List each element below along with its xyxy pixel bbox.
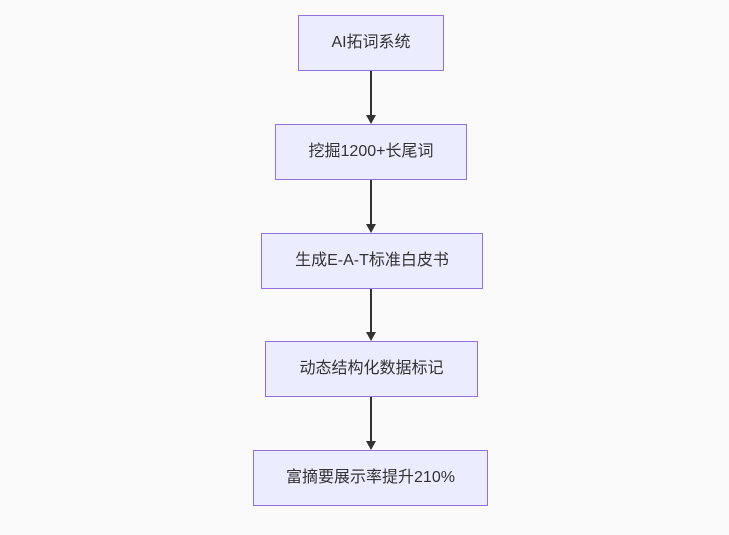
flow-arrow-3 [366, 289, 376, 341]
arrowhead-down-icon [366, 115, 376, 124]
flow-node-label: 富摘要展示率提升210% [286, 469, 455, 487]
arrowhead-down-icon [366, 224, 376, 233]
arrow-line [370, 397, 372, 442]
arrowhead-down-icon [366, 332, 376, 341]
flow-node-label: 生成E-A-T标准白皮书 [295, 252, 449, 270]
flow-arrow-1 [366, 71, 376, 124]
arrowhead-down-icon [366, 441, 376, 450]
flow-node-longtail-keyword-mining: 挖掘1200+长尾词 [275, 124, 467, 180]
flow-node-eat-whitepaper-generation: 生成E-A-T标准白皮书 [261, 233, 483, 289]
flow-arrow-2 [366, 180, 376, 233]
flow-arrow-4 [366, 397, 376, 450]
arrow-line [370, 180, 372, 225]
arrow-line [370, 289, 372, 333]
flow-node-dynamic-structured-data-markup: 动态结构化数据标记 [265, 341, 478, 397]
flow-node-rich-snippet-rate-result: 富摘要展示率提升210% [253, 450, 488, 506]
flow-node-label: 动态结构化数据标记 [299, 360, 444, 378]
arrow-line [370, 71, 372, 116]
flow-node-ai-word-expansion-system: AI拓词系统 [298, 15, 444, 71]
flow-node-label: 挖掘1200+长尾词 [308, 143, 434, 161]
flow-node-label: AI拓词系统 [331, 34, 411, 52]
